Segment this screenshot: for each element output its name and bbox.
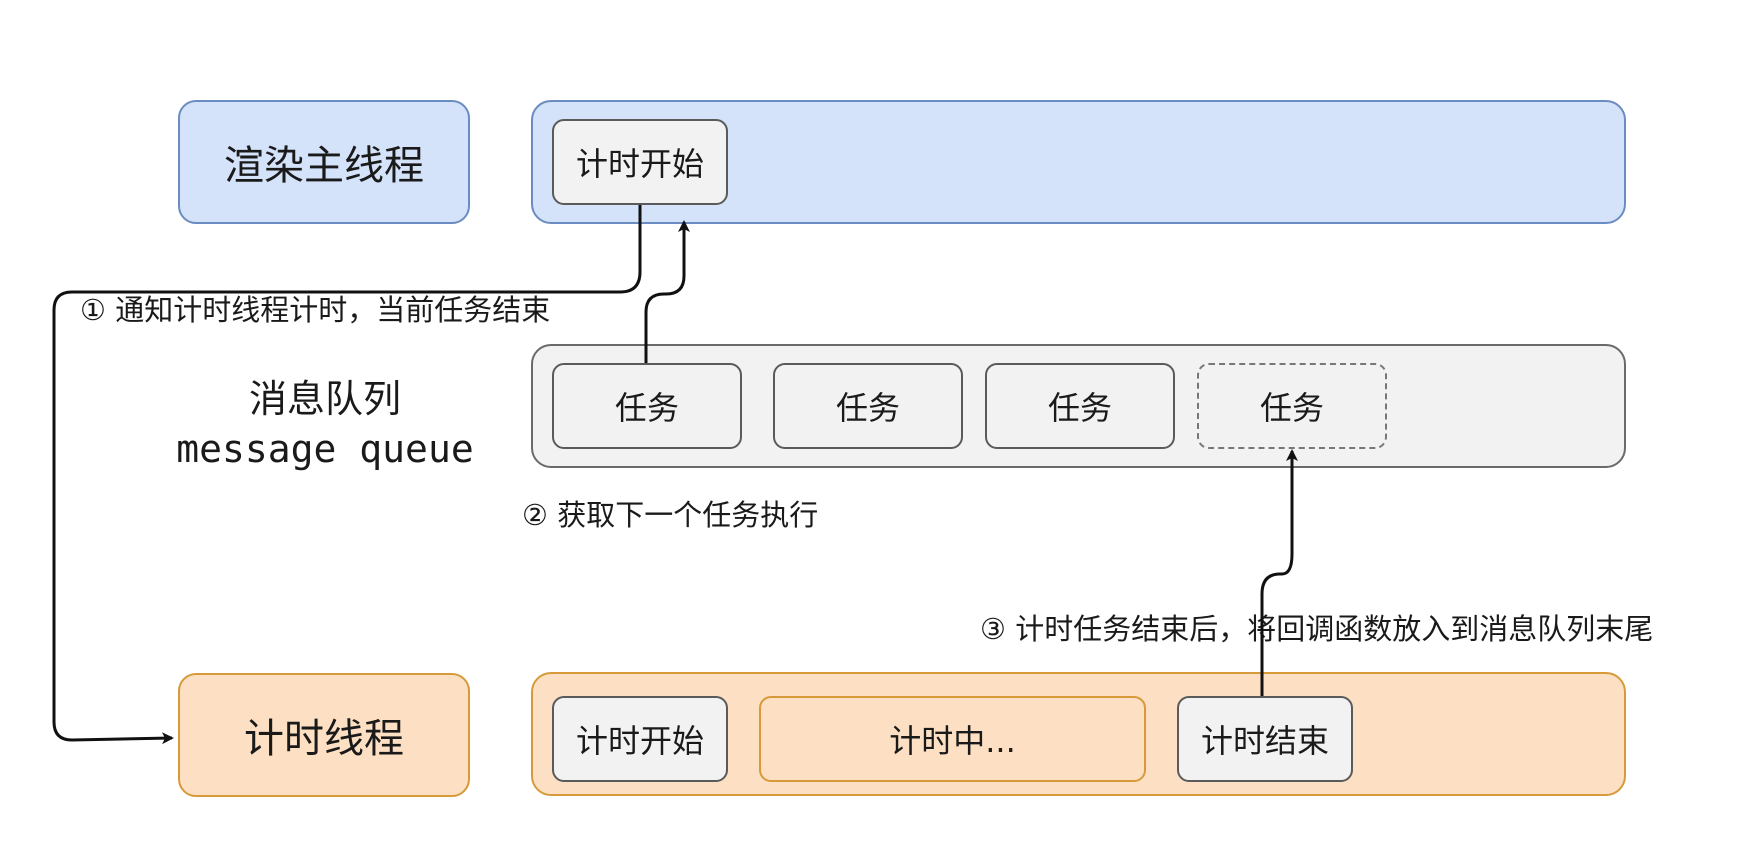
message-queue-title: 消息队列 message queue <box>150 368 500 471</box>
queue-task: 任务 <box>985 363 1175 449</box>
timer-task-start: 计时开始 <box>552 696 728 782</box>
queue-task: 任务 <box>552 363 742 449</box>
timer-thread-label: 计时线程 <box>178 673 470 797</box>
step3-annotation: ③ 计时任务结束后，将回调函数放入到消息队列末尾 <box>980 612 1654 646</box>
message-queue-title-en: message queue <box>176 427 474 471</box>
queue-task-pending: 任务 <box>1197 363 1387 449</box>
arrow-notify-timer <box>52 205 642 745</box>
arrow-callback-enqueue <box>1260 449 1298 696</box>
timer-task-end: 计时结束 <box>1177 696 1353 782</box>
step2-annotation: ② 获取下一个任务执行 <box>522 498 819 532</box>
step1-annotation: ① 通知计时线程计时，当前任务结束 <box>80 293 551 327</box>
main-thread-label: 渲染主线程 <box>178 100 470 224</box>
main-task-timer-start: 计时开始 <box>552 119 728 205</box>
arrow-next-task <box>644 220 690 363</box>
message-queue-title-zh: 消息队列 <box>248 377 401 421</box>
timer-task-running: 计时中... <box>759 696 1146 782</box>
queue-task: 任务 <box>773 363 963 449</box>
